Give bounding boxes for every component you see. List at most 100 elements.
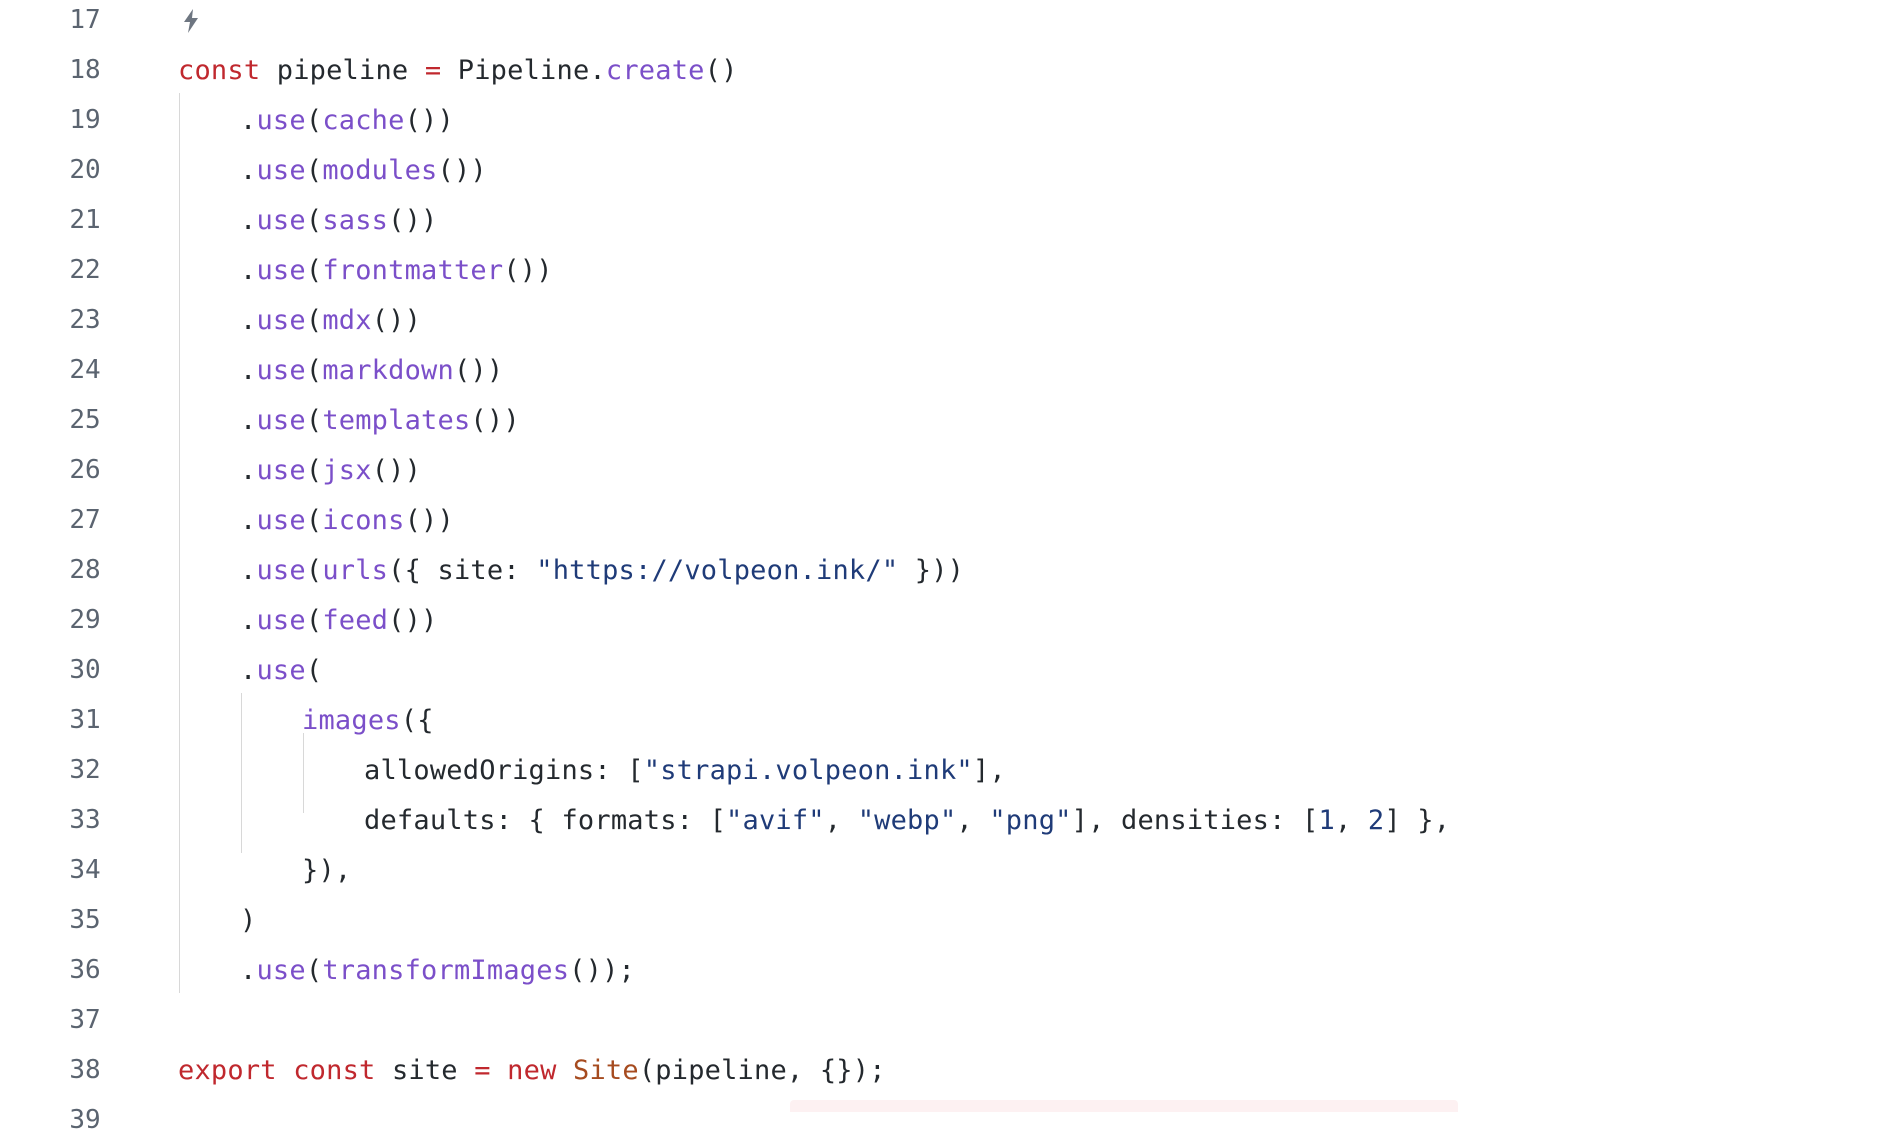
code-line[interactable]: 20 .use(modules()) (0, 146, 1880, 194)
code-token: feed (322, 604, 389, 636)
code-token: site (375, 1054, 475, 1086)
code-line[interactable]: 34}), (0, 846, 1880, 894)
code-token: ()) (371, 304, 422, 336)
code-token: ({ site: (388, 554, 537, 586)
code-token: ()) (388, 604, 438, 636)
code-token: ( (305, 454, 323, 486)
code-token: ( (305, 654, 323, 686)
code-line[interactable]: 23.use(mdx()) (0, 296, 1880, 344)
code-token (277, 1055, 293, 1086)
code-line[interactable]: 21 .use(sass()) (0, 196, 1880, 244)
code-token: "avif" (726, 804, 825, 836)
code-line[interactable]: 17 (0, 0, 1880, 44)
code-token: ( (305, 354, 323, 386)
code-token: })) (898, 554, 965, 586)
code-token: jsx (322, 454, 372, 486)
line-number: 25 (69, 405, 101, 435)
code-token: . (240, 454, 257, 486)
code-text: .use(sass()) (240, 196, 438, 244)
code-token: ()) (453, 354, 504, 386)
code-line[interactable]: 35) (0, 896, 1880, 944)
indent-guide (179, 93, 180, 993)
line-number: 27 (69, 505, 101, 535)
line-number: 29 (69, 605, 101, 635)
line-number: 33 (69, 805, 101, 835)
code-token: use (256, 654, 306, 686)
code-token: ( (305, 554, 323, 586)
code-token: (pipeline, {}); (638, 1054, 886, 1086)
code-token: use (256, 554, 306, 586)
code-line[interactable]: 25.use(templates()) (0, 396, 1880, 444)
line-number: 37 (69, 1005, 101, 1035)
code-token: ( (305, 504, 323, 536)
code-line[interactable]: 31 images({ (0, 696, 1880, 744)
code-line[interactable]: 22 .use(frontmatter()) (0, 246, 1880, 294)
code-token: 2 (1367, 804, 1385, 836)
code-token: defaults: { formats: [ (364, 804, 727, 836)
code-line[interactable]: 37 (0, 996, 1880, 1044)
line-number: 21 (69, 205, 101, 235)
code-line[interactable]: 30.use( (0, 646, 1880, 694)
code-text: .use(cache()) (240, 96, 454, 144)
code-token: use (256, 254, 306, 286)
line-number: 31 (69, 705, 101, 735)
code-token: = (424, 54, 442, 86)
code-line[interactable]: 24.use(markdown()) (0, 346, 1880, 394)
code-token: ({ (400, 704, 434, 736)
code-line[interactable]: 29 .use(feed()) (0, 596, 1880, 644)
code-token: ()) (404, 104, 454, 136)
bottom-popup-edge (790, 1100, 1458, 1112)
code-token: Site (573, 1054, 639, 1086)
line-number: 36 (69, 955, 101, 985)
line-number: 18 (69, 55, 101, 85)
code-text: .use(modules()) (240, 146, 487, 194)
code-line[interactable]: 26.use(jsx()) (0, 446, 1880, 494)
code-text: export const site = new Site(pipeline, {… (178, 1046, 886, 1094)
code-token: create (605, 54, 705, 86)
code-token: use (256, 404, 306, 436)
code-token: . (240, 654, 257, 686)
lightning-bolt-icon[interactable] (180, 8, 202, 34)
code-token: ()) (404, 504, 454, 536)
code-token: Pipeline. (441, 54, 606, 86)
code-text: .use(frontmatter()) (240, 246, 553, 294)
code-text: .use(mdx()) (240, 296, 421, 344)
code-token: ( (305, 104, 323, 136)
code-token: use (256, 954, 306, 986)
code-token: export (178, 1054, 277, 1086)
code-token: templates (322, 404, 471, 436)
code-token: images (302, 704, 401, 736)
code-line[interactable]: 19.use(cache()) (0, 96, 1880, 144)
line-number: 30 (69, 655, 101, 685)
code-token: ) (240, 904, 257, 936)
code-token: , (1334, 804, 1368, 836)
code-token: use (256, 604, 306, 636)
code-text: .use(icons()) (240, 496, 454, 544)
code-line[interactable]: 36.use(transformImages()); (0, 946, 1880, 994)
code-token: 1 (1318, 804, 1335, 836)
code-line[interactable]: 27 .use(icons()) (0, 496, 1880, 544)
code-token: . (240, 354, 257, 386)
line-number: 20 (69, 155, 101, 185)
code-token: ( (305, 254, 323, 286)
code-line[interactable]: 28.use(urls({ site: "https://volpeon.ink… (0, 546, 1880, 594)
code-token: ( (305, 404, 323, 436)
code-text: .use(feed()) (240, 596, 438, 644)
code-token: "strapi.volpeon.ink" (643, 754, 973, 786)
line-number: 26 (69, 455, 101, 485)
code-token: markdown (322, 354, 454, 386)
code-token: use (256, 104, 306, 136)
code-token: ] }, (1384, 804, 1451, 836)
code-token: . (240, 104, 257, 136)
line-number: 22 (69, 255, 101, 285)
code-text: allowedOrigins: ["strapi.volpeon.ink"], (364, 746, 1006, 794)
line-number: 24 (69, 355, 101, 385)
code-token: const (178, 54, 261, 86)
code-token: "https://volpeon.ink/" (536, 554, 899, 586)
code-token: pipeline (260, 54, 425, 86)
